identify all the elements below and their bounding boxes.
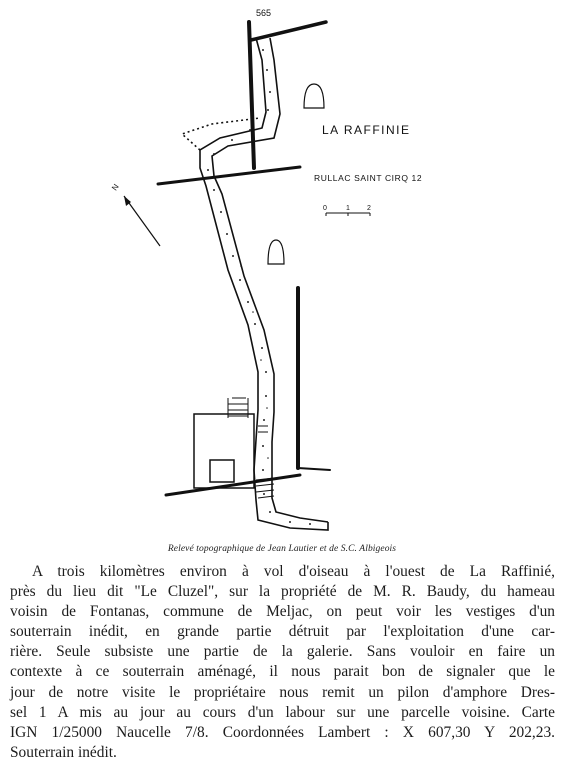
building <box>193 397 255 489</box>
scale-tick-2: 2 <box>367 205 371 212</box>
text-line: contexte à ce souterrain aménagé, il nou… <box>10 663 555 681</box>
gallery-passage <box>180 37 329 531</box>
gallery-stipple <box>207 49 311 525</box>
scale-tick-0: 0 <box>323 205 327 212</box>
topographic-map: 565 LA RAFFINIE RULLAC SAINT CIRQ 12 0 1… <box>110 8 422 531</box>
north-arrow-icon: N <box>110 182 161 247</box>
place-name-label: LA RAFFINIE <box>322 123 411 137</box>
commune-label: RULLAC SAINT CIRQ 12 <box>314 173 422 183</box>
north-label: N <box>110 182 121 192</box>
text-line: sel 1 A mis au jour au cours d'un labour… <box>10 703 555 721</box>
figure-caption: Relevé topographique de Jean Lautier et … <box>167 544 397 554</box>
shaft-symbols <box>267 83 325 265</box>
scale-bar: 0 1 2 <box>323 205 371 216</box>
scale-tick-1: 1 <box>346 205 350 212</box>
text-line: voisin de Fontanas, commune de Meljac, o… <box>10 603 555 621</box>
text-line: IGN 1/25000 Naucelle 7/8. Coordonnées La… <box>10 723 555 741</box>
text-line: jour de notre visite le propriétaire nou… <box>10 683 555 701</box>
parcel-boundary-lines <box>156 20 331 497</box>
text-line: A trois kilomètres environ à vol d'oisea… <box>32 563 555 580</box>
text-line: près du lieu dit "Le Cluzel", sur la pro… <box>10 583 555 601</box>
body-paragraph: A trois kilomètres environ à vol d'oisea… <box>10 562 555 763</box>
map-point-number: 565 <box>256 8 271 18</box>
text-line: Souterrain inédit. <box>10 743 117 761</box>
text-line: souterrain inédit, en grande partie détr… <box>10 623 555 641</box>
hatched-area <box>255 425 275 499</box>
text-line: rière. Seule subsiste une partie de la g… <box>10 643 555 661</box>
